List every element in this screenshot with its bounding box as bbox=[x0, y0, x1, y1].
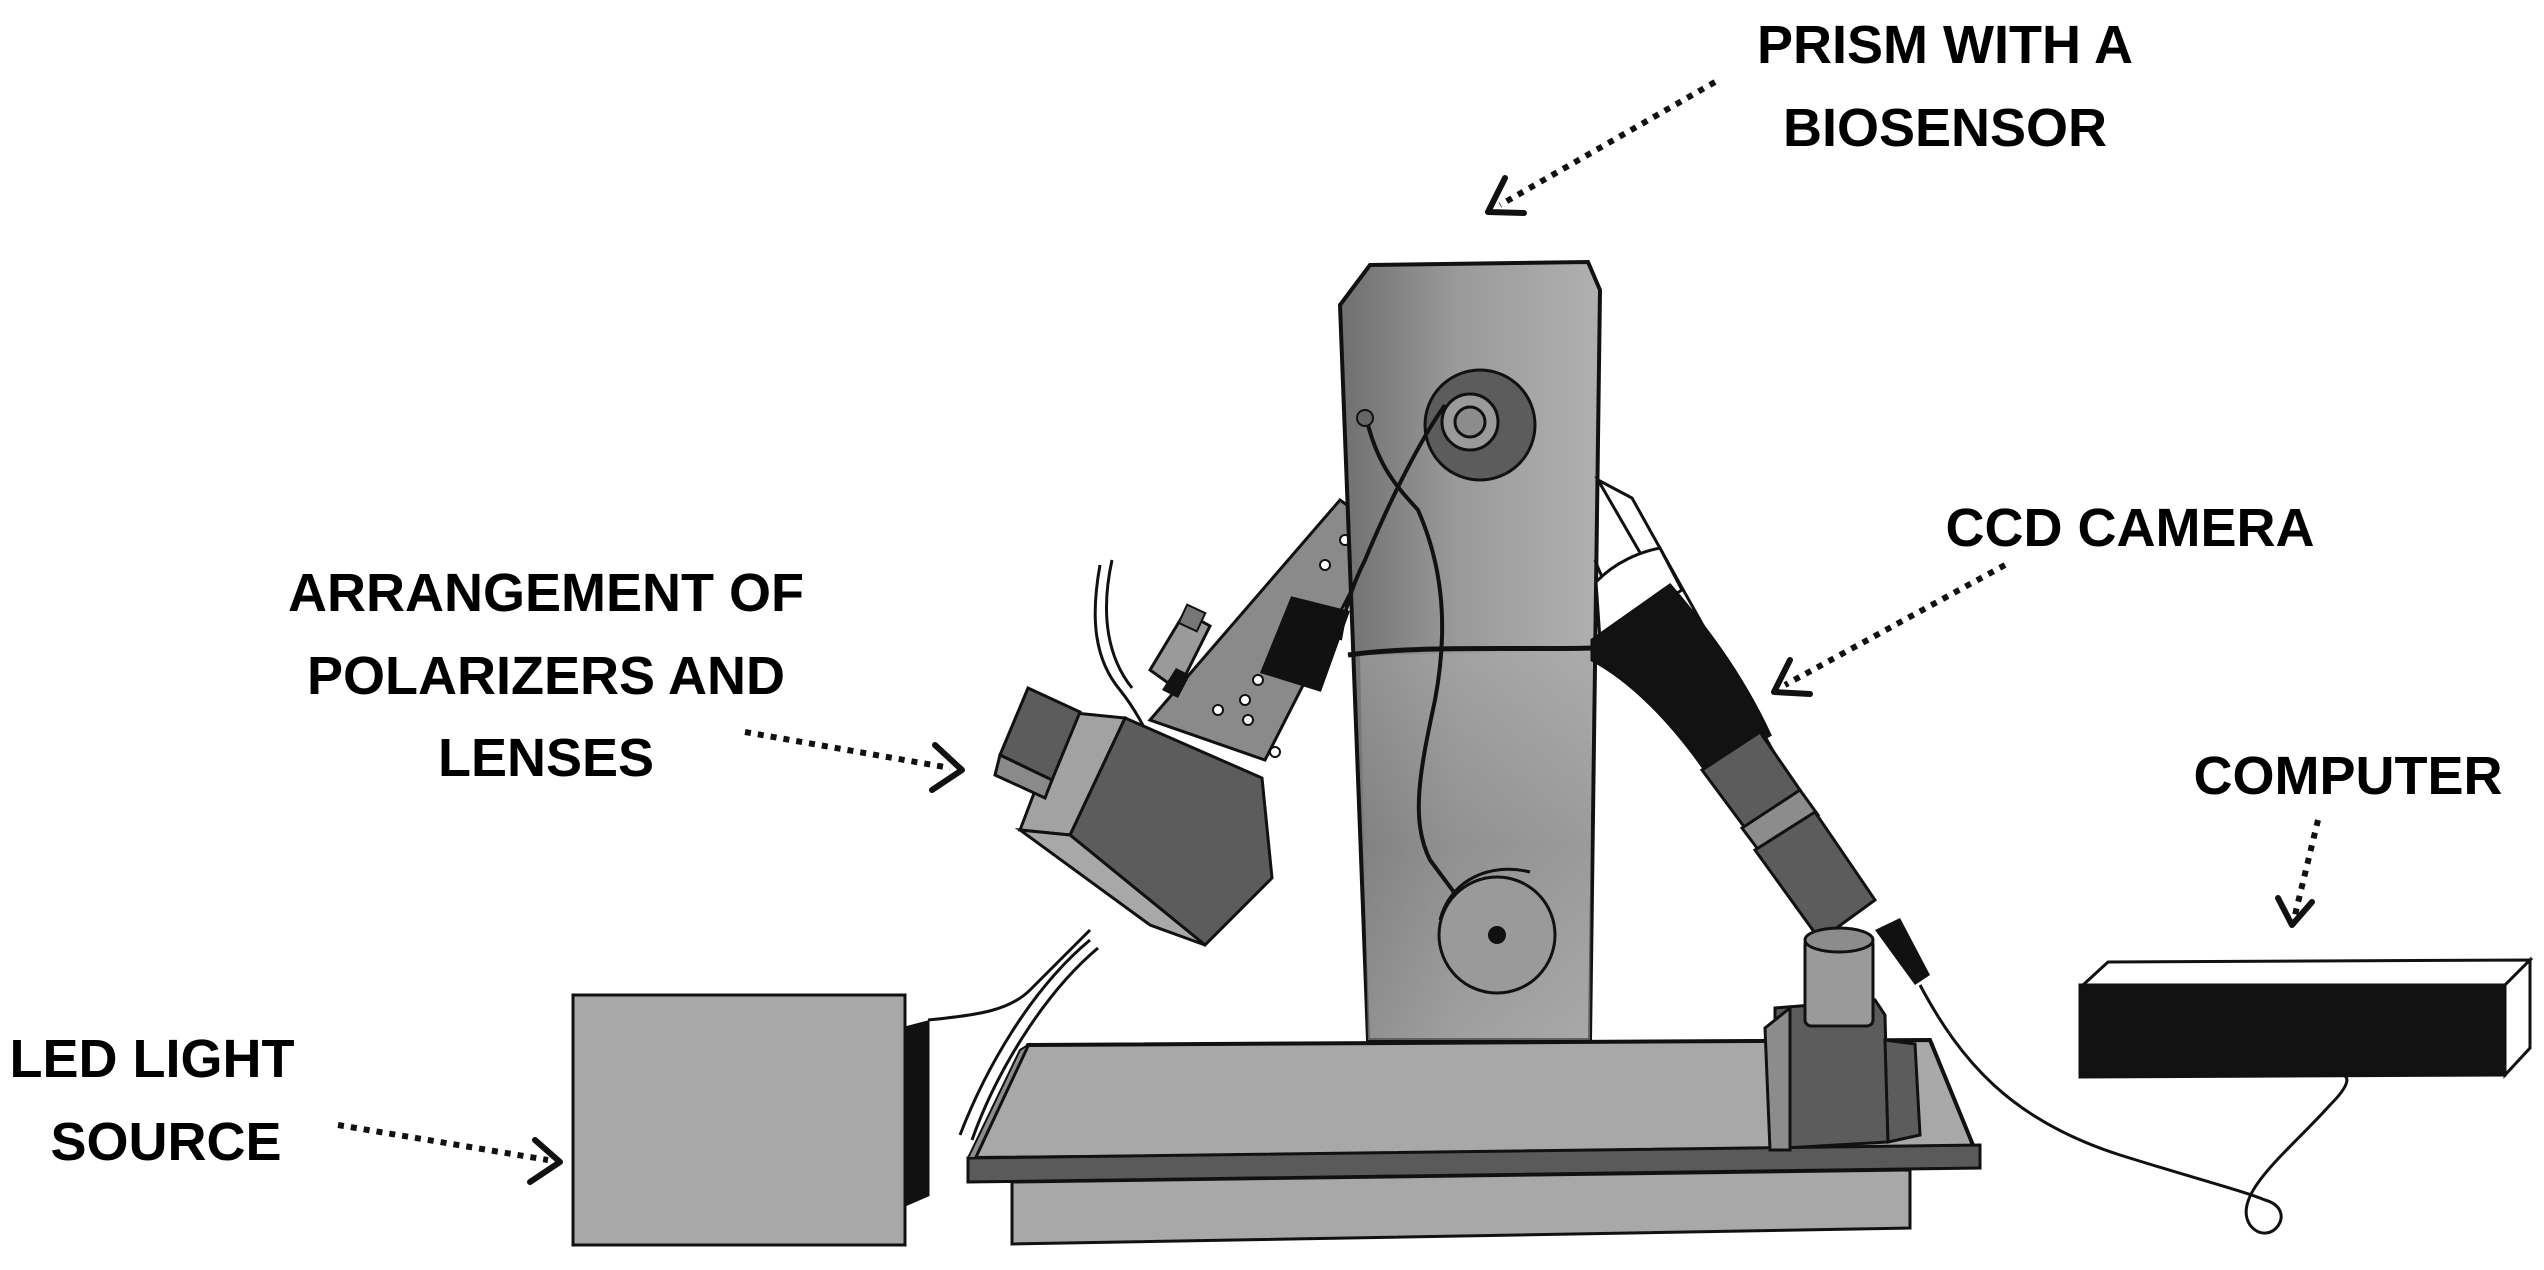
base-side-left bbox=[966, 1042, 1031, 1159]
column-band bbox=[1347, 645, 1595, 658]
lens-cap-side bbox=[993, 752, 1054, 801]
camera-plug bbox=[1875, 918, 1930, 985]
arrowhead-camera bbox=[1771, 657, 1813, 697]
rail-hole bbox=[1239, 694, 1251, 706]
led-box bbox=[571, 993, 907, 1247]
data-cable bbox=[1918, 984, 2349, 1235]
rail-hole bbox=[1252, 674, 1264, 686]
mount-block-right bbox=[1883, 1038, 1922, 1144]
label-led-line1: LED LIGHT bbox=[10, 1029, 295, 1089]
arrowhead-prism bbox=[1485, 175, 1527, 216]
knob-center bbox=[1488, 926, 1506, 944]
arrowhead-polarizers bbox=[929, 742, 965, 793]
arrow-prism-line bbox=[1498, 79, 1717, 208]
wire bbox=[1338, 403, 1447, 641]
prism-holder-inner bbox=[1453, 405, 1487, 439]
arrows bbox=[337, 79, 2321, 1163]
label-polarizers-line3: LENSES bbox=[438, 728, 654, 788]
rail-hole bbox=[1242, 714, 1254, 726]
computer-top bbox=[2079, 958, 2534, 987]
camera-arm bbox=[1590, 476, 1930, 985]
camera-body bbox=[1590, 582, 1772, 772]
arrow-polarizers-line bbox=[744, 729, 951, 771]
label-prism-line1: PRISM WITH A bbox=[1757, 15, 2133, 75]
arrow-camera-line bbox=[1783, 562, 2007, 688]
label-prism: PRISM WITH A BIOSENSOR bbox=[1757, 15, 2133, 158]
rail-hole bbox=[1269, 746, 1281, 758]
base-foot bbox=[1010, 1168, 1912, 1246]
arrow-led-line bbox=[337, 1122, 549, 1163]
base-platform bbox=[966, 1037, 1982, 1246]
arrow-computer-line bbox=[2292, 819, 2321, 916]
arrowhead-computer bbox=[2275, 895, 2315, 928]
computer-side bbox=[2503, 956, 2532, 1079]
clamp-knob bbox=[1177, 603, 1207, 633]
label-led: LED LIGHT SOURCE bbox=[10, 1029, 295, 1172]
arrowheads bbox=[527, 175, 2315, 1185]
polarizer-block bbox=[1259, 596, 1350, 692]
rail-hole bbox=[1319, 559, 1331, 571]
rail-hole bbox=[1212, 704, 1224, 716]
detector-mount bbox=[1763, 926, 1922, 1152]
led-light-source bbox=[571, 993, 930, 1247]
mount-block-side bbox=[1763, 1004, 1792, 1152]
label-camera: CCD CAMERA bbox=[1946, 498, 2315, 558]
base-edge bbox=[966, 1143, 1982, 1184]
computer-front bbox=[2078, 983, 2507, 1079]
label-prism-line2: BIOSENSOR bbox=[1783, 98, 2107, 158]
label-polarizers-line1: ARRANGEMENT OF bbox=[288, 563, 804, 623]
prism-column bbox=[1337, 259, 1603, 1042]
arrowhead-led bbox=[527, 1137, 563, 1185]
knob-rim bbox=[1438, 867, 1531, 921]
label-polarizers-line2: POLARIZERS AND bbox=[307, 646, 785, 706]
camera-lens-3 bbox=[1752, 809, 1878, 943]
label-polarizers: ARRANGEMENT OF POLARIZERS AND LENSES bbox=[288, 563, 804, 788]
pin bbox=[1356, 409, 1374, 427]
led-lens-face bbox=[903, 1020, 930, 1208]
mount-cylinder-top bbox=[1803, 926, 1875, 954]
clamp-black-tab bbox=[1162, 668, 1190, 698]
computer bbox=[2078, 956, 2534, 1079]
label-computer: COMPUTER bbox=[2194, 746, 2503, 806]
wire bbox=[1366, 424, 1462, 902]
polarizer-arm bbox=[993, 497, 1384, 948]
label-led-line2: SOURCE bbox=[50, 1112, 281, 1172]
lens-housing-bottom bbox=[1014, 827, 1206, 947]
